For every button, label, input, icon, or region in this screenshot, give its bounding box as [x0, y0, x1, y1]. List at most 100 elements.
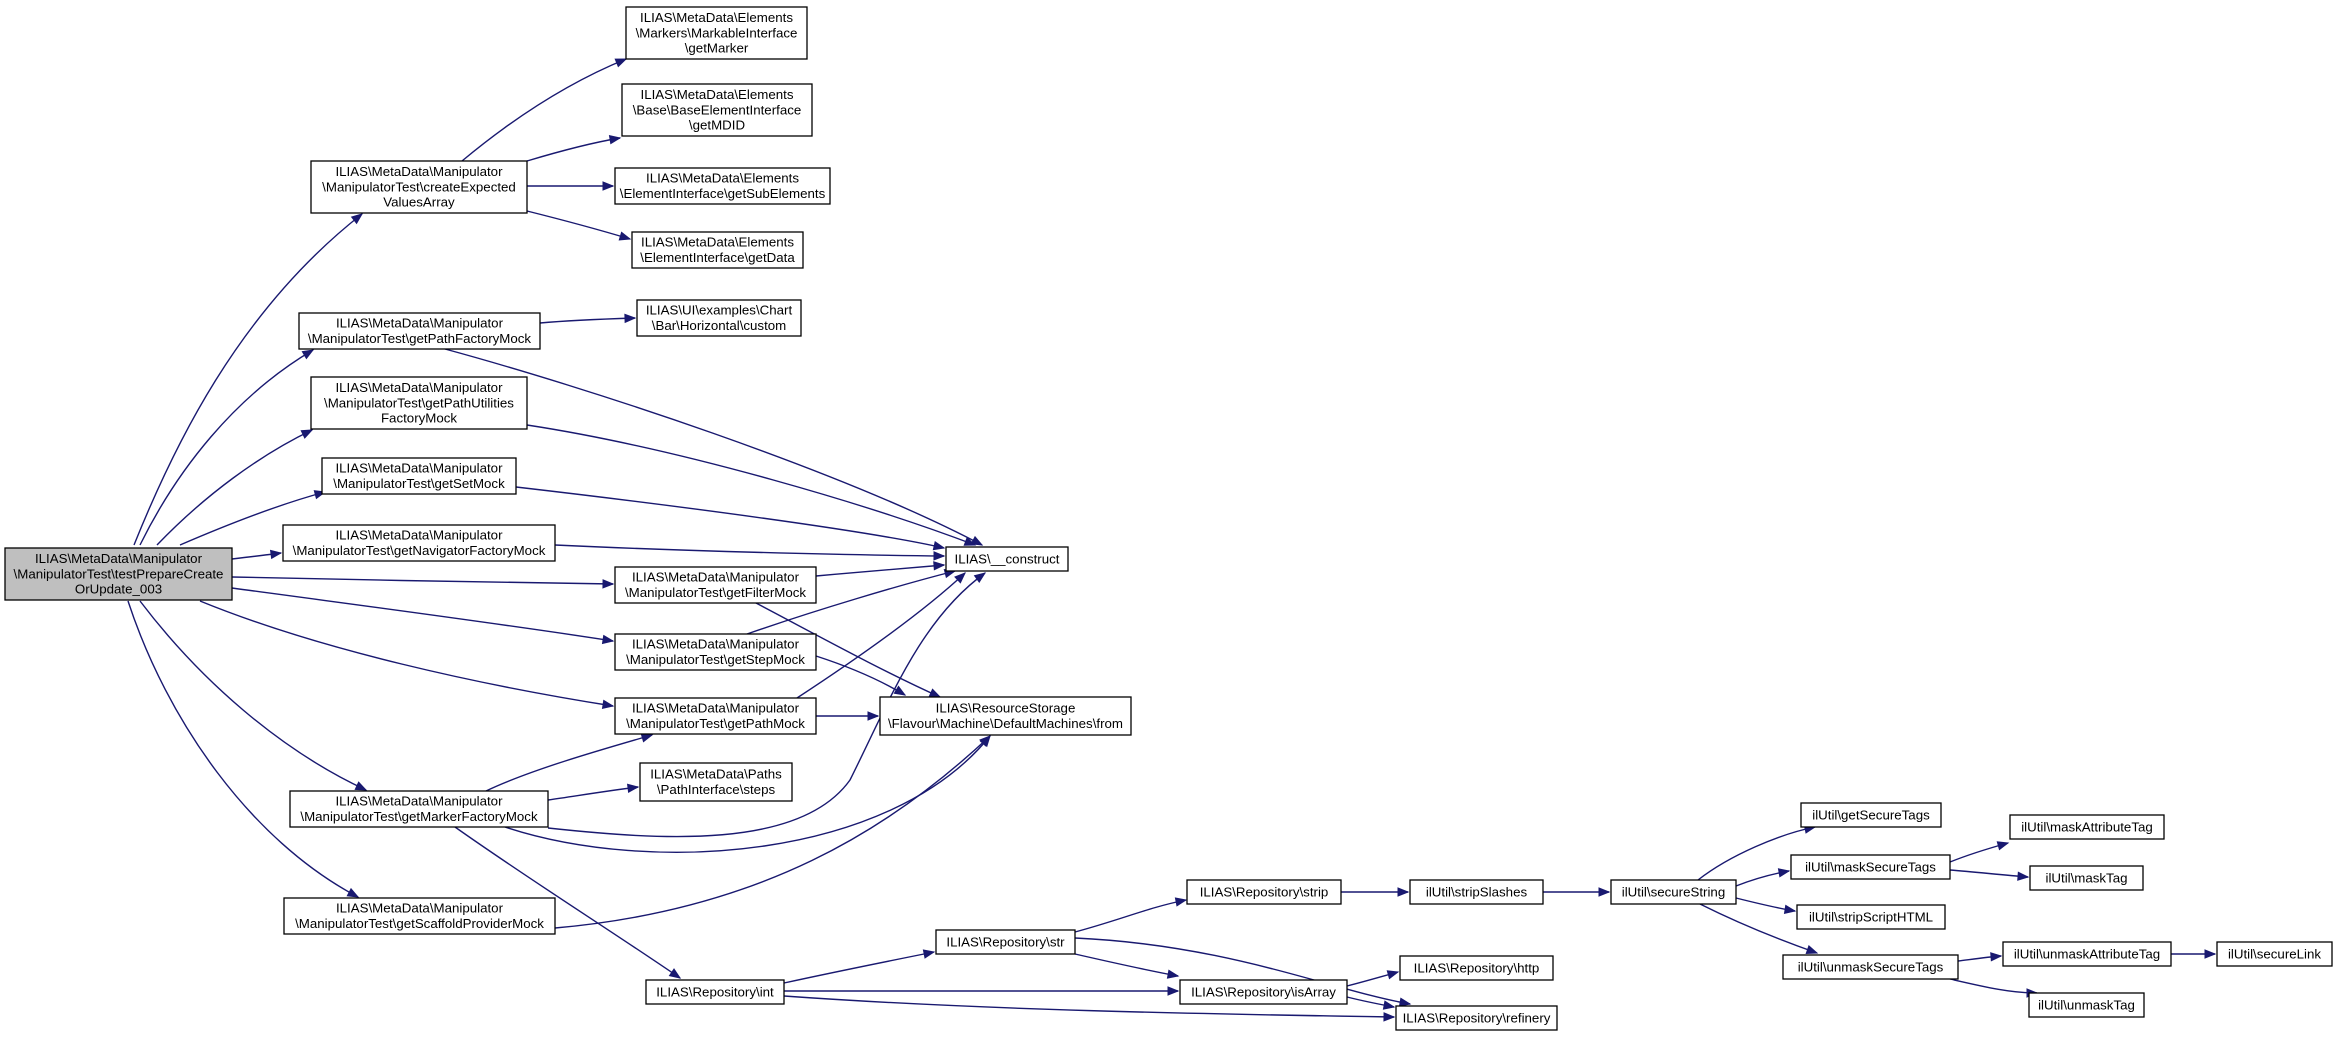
node-maskSecureTags[interactable]: ilUtil\maskSecureTags [1790, 854, 1951, 880]
node-box [625, 6, 808, 60]
node-isArray[interactable]: ILIAS\Repository\isArray [1179, 979, 1348, 1005]
node-stripScriptHTML[interactable]: ilUtil\stripScriptHTML [1796, 904, 1946, 930]
node-label-line: ILIAS\MetaData\Manipulator [632, 570, 800, 585]
edge-root-to-getFilterMock [231, 576, 615, 589]
node-box [282, 524, 556, 562]
node-getPathUtilities[interactable]: ILIAS\MetaData\Manipulator\ManipulatorTe… [310, 376, 528, 430]
node-from[interactable]: ILIAS\ResourceStorage\Flavour\Machine\De… [879, 696, 1132, 736]
node-unmaskSecureTags[interactable]: ilUtil\unmaskSecureTags [1782, 954, 1959, 980]
node-secureString[interactable]: ilUtil\secureString [1610, 879, 1737, 905]
node-box [2216, 941, 2333, 967]
edge-strip-to-stripSlashes [1340, 887, 1410, 897]
node-label-line: ILIAS\MetaData\Elements [641, 87, 794, 102]
node-createExpected[interactable]: ILIAS\MetaData\Manipulator\ManipulatorTe… [310, 160, 528, 214]
node-label-line: ILIAS\__construct [955, 551, 1060, 566]
node-label-line: \ManipulatorTest\getPathFactoryMock [308, 331, 532, 346]
node-box [283, 897, 556, 935]
node-label-line: ILIAS\Repository\strip [1200, 884, 1329, 899]
node-label-line: ILIAS\MetaData\Elements [641, 235, 794, 250]
node-steps[interactable]: ILIAS\MetaData\Paths\PathInterface\steps [639, 762, 793, 802]
node-box [879, 696, 1132, 736]
edge-secureString-to-maskSecureTags [1735, 868, 1791, 887]
arrowhead-icon [922, 949, 936, 959]
node-custom[interactable]: ILIAS\UI\examples\Chart\Bar\Horizontal\c… [636, 299, 802, 337]
node-getScaffoldProviderMock[interactable]: ILIAS\MetaData\Manipulator\ManipulatorTe… [283, 897, 556, 935]
node-label-line: ilUtil\unmaskTag [2038, 997, 2135, 1012]
edge-root-to-getStepMock [231, 587, 615, 645]
node-getSetMock[interactable]: ILIAS\MetaData\Manipulator\ManipulatorTe… [321, 457, 517, 495]
node-box [1399, 955, 1554, 981]
node-getData[interactable]: ILIAS\MetaData\Elements\ElementInterface… [631, 231, 804, 269]
node-box [1186, 879, 1342, 905]
node-box [935, 929, 1076, 955]
node-label-line: ILIAS\MetaData\Manipulator [335, 794, 503, 809]
node-label-line: ILIAS\UI\examples\Chart [646, 303, 793, 318]
node-label-line: \ManipulatorTest\getSetMock [333, 476, 505, 491]
node-getSecureTags[interactable]: ilUtil\getSecureTags [1800, 802, 1942, 828]
node-getSubElements[interactable]: ILIAS\MetaData\Elements\ElementInterface… [614, 167, 831, 205]
edge-getStepMock-to-from [815, 655, 907, 696]
arrowhead-icon [1382, 1000, 1396, 1010]
node-maskAttributeTag[interactable]: ilUtil\maskAttributeTag [2009, 814, 2165, 840]
arrowhead-icon [1777, 868, 1791, 878]
node-maskTag[interactable]: ilUtil\maskTag [2029, 865, 2144, 891]
node-stripSlashes[interactable]: ilUtil\stripSlashes [1409, 879, 1544, 905]
node-box [636, 299, 802, 337]
arrowhead-icon [269, 549, 283, 560]
edge-getMarkerFactoryMock-to-steps [547, 783, 640, 801]
node-box [2009, 814, 2165, 840]
node-label-line: ilUtil\secureString [1622, 884, 1725, 899]
node-construct[interactable]: ILIAS\__construct [945, 546, 1069, 572]
arrowhead-icon [979, 735, 991, 747]
node-getNavigatorFactoryMock[interactable]: ILIAS\MetaData\Manipulator\ManipulatorTe… [282, 524, 556, 562]
node-box [1395, 1005, 1558, 1031]
node-root[interactable]: ILIAS\MetaData\Manipulator\ManipulatorTe… [4, 547, 233, 601]
node-label-line: ILIAS\Repository\str [946, 934, 1065, 949]
node-getStepMock[interactable]: ILIAS\MetaData\Manipulator\ManipulatorTe… [614, 633, 817, 671]
node-getMDID[interactable]: ILIAS\MetaData\Elements\Base\BaseElement… [621, 83, 813, 137]
arrowhead-icon [963, 536, 977, 546]
node-label-line: ILIAS\MetaData\Manipulator [35, 551, 203, 566]
node-getMarkerFactoryMock[interactable]: ILIAS\MetaData\Manipulator\ManipulatorTe… [289, 790, 549, 828]
edge-secureString-to-stripScriptHTML [1735, 897, 1797, 915]
arrowhead-icon [602, 181, 615, 191]
node-unmaskAttributeTag[interactable]: ilUtil\unmaskAttributeTag [2002, 941, 2172, 967]
edge-createExpected-to-getMarker [461, 58, 628, 162]
edges-layer [127, 58, 2217, 1022]
arrowhead-icon [668, 968, 682, 979]
arrowhead-icon [1990, 952, 2003, 962]
node-secureLink[interactable]: ilUtil\secureLink [2216, 941, 2333, 967]
node-label-line: \Base\BaseElementInterface [633, 102, 802, 117]
node-http[interactable]: ILIAS\Repository\http [1399, 955, 1554, 981]
arrowhead-icon [618, 231, 632, 241]
edge-isArray-to-http [1346, 970, 1400, 987]
arrowhead-icon [1383, 1012, 1396, 1022]
node-label-line: ILIAS\MetaData\Manipulator [632, 701, 800, 716]
arrowhead-icon [1598, 887, 1611, 897]
arrowhead-icon [2204, 949, 2217, 959]
edge-root-to-getMarkerFactoryMock [139, 600, 368, 791]
arrowhead-icon [1397, 887, 1410, 897]
node-int[interactable]: ILIAS\Repository\int [645, 979, 785, 1005]
node-label-line: ILIAS\Repository\refinery [1403, 1010, 1551, 1025]
node-getPathMock[interactable]: ILIAS\MetaData\Manipulator\ManipulatorTe… [614, 697, 817, 735]
node-label-line: ILIAS\MetaData\Elements [646, 171, 799, 186]
edge-unmaskSecureTags-to-unmaskTag [1949, 978, 2039, 998]
node-label-line: \ManipulatorTest\createExpected [322, 179, 516, 194]
node-label-line: ILIAS\MetaData\Paths [650, 767, 782, 782]
arrowhead-icon [354, 781, 368, 791]
node-getPathFactoryMock[interactable]: ILIAS\MetaData\Manipulator\ManipulatorTe… [298, 312, 541, 350]
node-str[interactable]: ILIAS\Repository\str [935, 929, 1076, 955]
arrowhead-icon [933, 561, 946, 571]
node-refinery[interactable]: ILIAS\Repository\refinery [1395, 1005, 1558, 1031]
node-strip[interactable]: ILIAS\Repository\strip [1186, 879, 1342, 905]
node-label-line: \ManipulatorTest\getPathMock [626, 716, 805, 731]
node-label-line: ILIAS\MetaData\Manipulator [335, 461, 503, 476]
node-label-line: ilUtil\maskSecureTags [1805, 859, 1936, 874]
edge-str-to-refinery [1074, 937, 1412, 1007]
node-getMarker[interactable]: ILIAS\MetaData\Elements\Markers\Markable… [625, 6, 808, 60]
node-unmaskTag[interactable]: ilUtil\unmaskTag [2028, 992, 2145, 1018]
node-getFilterMock[interactable]: ILIAS\MetaData\Manipulator\ManipulatorTe… [614, 566, 817, 604]
node-box [2028, 992, 2145, 1018]
arrowhead-icon [1174, 897, 1188, 907]
